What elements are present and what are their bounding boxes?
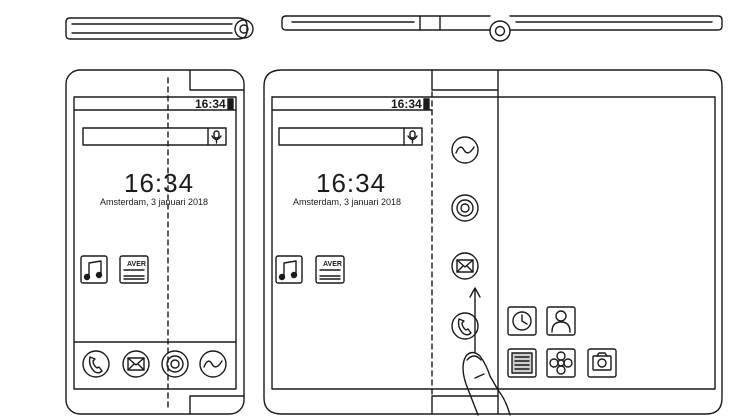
music-icon[interactable] bbox=[81, 256, 107, 283]
mail-icon[interactable] bbox=[452, 253, 478, 279]
notes-icon[interactable] bbox=[508, 349, 536, 377]
music-icon[interactable] bbox=[276, 256, 302, 283]
folded-side-view bbox=[66, 18, 253, 39]
mic-icon bbox=[408, 131, 417, 143]
finger-illustration bbox=[463, 353, 510, 416]
swipe-up-arrow bbox=[470, 288, 480, 352]
status-time: 16:34 bbox=[195, 98, 226, 110]
status-time: 16:34 bbox=[391, 98, 422, 110]
flower-icon[interactable] bbox=[547, 349, 575, 377]
phone-icon[interactable] bbox=[83, 351, 109, 377]
radio-widget-label: AVER bbox=[127, 261, 146, 268]
camera-icon[interactable] bbox=[162, 351, 188, 377]
single-screen-device bbox=[66, 70, 244, 414]
contacts-icon[interactable] bbox=[547, 307, 575, 335]
gallery-icon[interactable] bbox=[452, 137, 478, 163]
clock-icon[interactable] bbox=[508, 307, 536, 335]
unfolded-device bbox=[264, 70, 722, 415]
mail-icon[interactable] bbox=[123, 351, 149, 377]
clock-time: 16:34 bbox=[316, 170, 386, 196]
gallery-icon[interactable] bbox=[200, 351, 226, 377]
clock-time: 16:34 bbox=[124, 170, 194, 196]
phone-icon[interactable] bbox=[452, 313, 478, 339]
mic-icon bbox=[212, 131, 221, 143]
date-location: Amsterdam, 3 januari 2018 bbox=[293, 198, 401, 207]
date-location: Amsterdam, 3 januari 2018 bbox=[100, 198, 208, 207]
unfolded-side-view bbox=[282, 16, 722, 41]
radio-widget-label: AVER bbox=[323, 261, 342, 268]
camera-icon[interactable] bbox=[452, 195, 478, 221]
photo-icon[interactable] bbox=[588, 349, 616, 377]
